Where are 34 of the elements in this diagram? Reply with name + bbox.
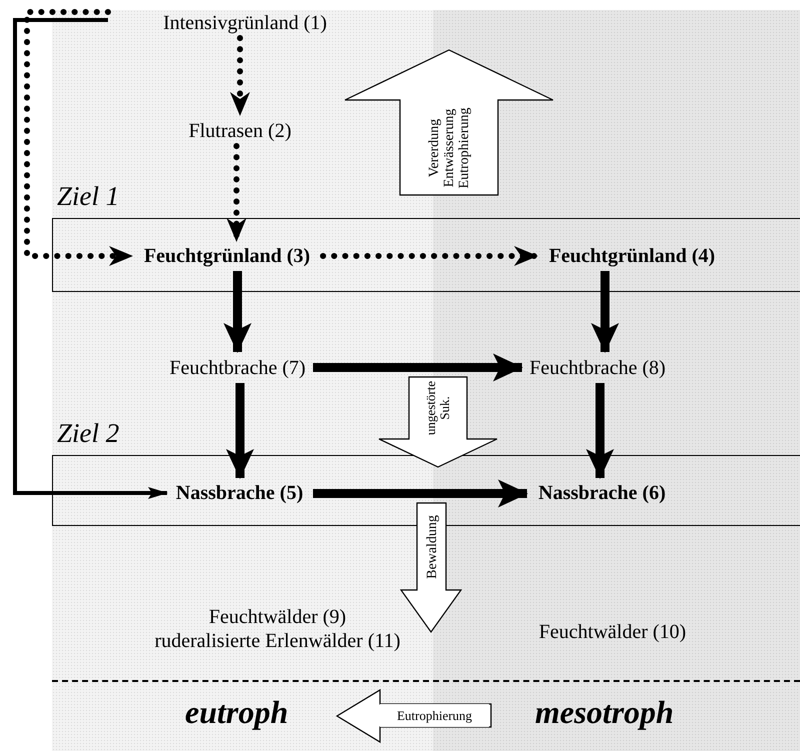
- dotted-arrow: [24, 9, 135, 266]
- node-label: Feuchtbrache (7): [169, 356, 306, 380]
- dotted-arrow: [226, 143, 246, 244]
- arrow-label: Bewaldung: [423, 514, 440, 580]
- node-label: Nassbrache (5): [176, 481, 304, 505]
- arrow: [13, 18, 168, 499]
- arrow-label: Vererdung Entwässerung Eutrophierung: [429, 106, 469, 190]
- goal-heading: Ziel 1: [57, 181, 120, 212]
- arrow-label: Eutrophierung: [380, 704, 489, 727]
- arrow: [313, 354, 523, 382]
- node-label: Feuchtwälder (9): [208, 605, 346, 629]
- arrow: [313, 480, 528, 508]
- node-label: Feuchtwälder (10): [538, 620, 686, 644]
- node-label: Feuchtgrünland (4): [548, 244, 716, 268]
- hollow-arrow: [345, 50, 553, 195]
- hollow-arrow: [337, 690, 491, 742]
- arrow: [224, 271, 252, 353]
- node-label: Feuchtbrache (8): [529, 356, 666, 380]
- hollow-arrow: [379, 377, 497, 467]
- hollow-arrow: [401, 503, 461, 632]
- node-label: ruderalisierte Erlenwälder (11): [154, 629, 400, 653]
- goal-heading: Ziel 2: [57, 418, 120, 449]
- arrow-label: ungestörte Suk.: [422, 380, 453, 438]
- node-label: Feuchtgrünland (3): [144, 244, 310, 268]
- dotted-arrow: [230, 35, 250, 118]
- arrow: [226, 383, 254, 479]
- trophic-label: mesotroph: [535, 694, 674, 731]
- node-label: Nassbrache (6): [538, 481, 666, 505]
- trophic-label: eutroph: [185, 694, 288, 731]
- node-label: Flutrasen (2): [188, 118, 292, 142]
- node-label: Intensivgrünland (1): [163, 10, 327, 34]
- arrow: [586, 383, 614, 479]
- arrow: [591, 271, 619, 353]
- dotted-arrow: [320, 246, 540, 266]
